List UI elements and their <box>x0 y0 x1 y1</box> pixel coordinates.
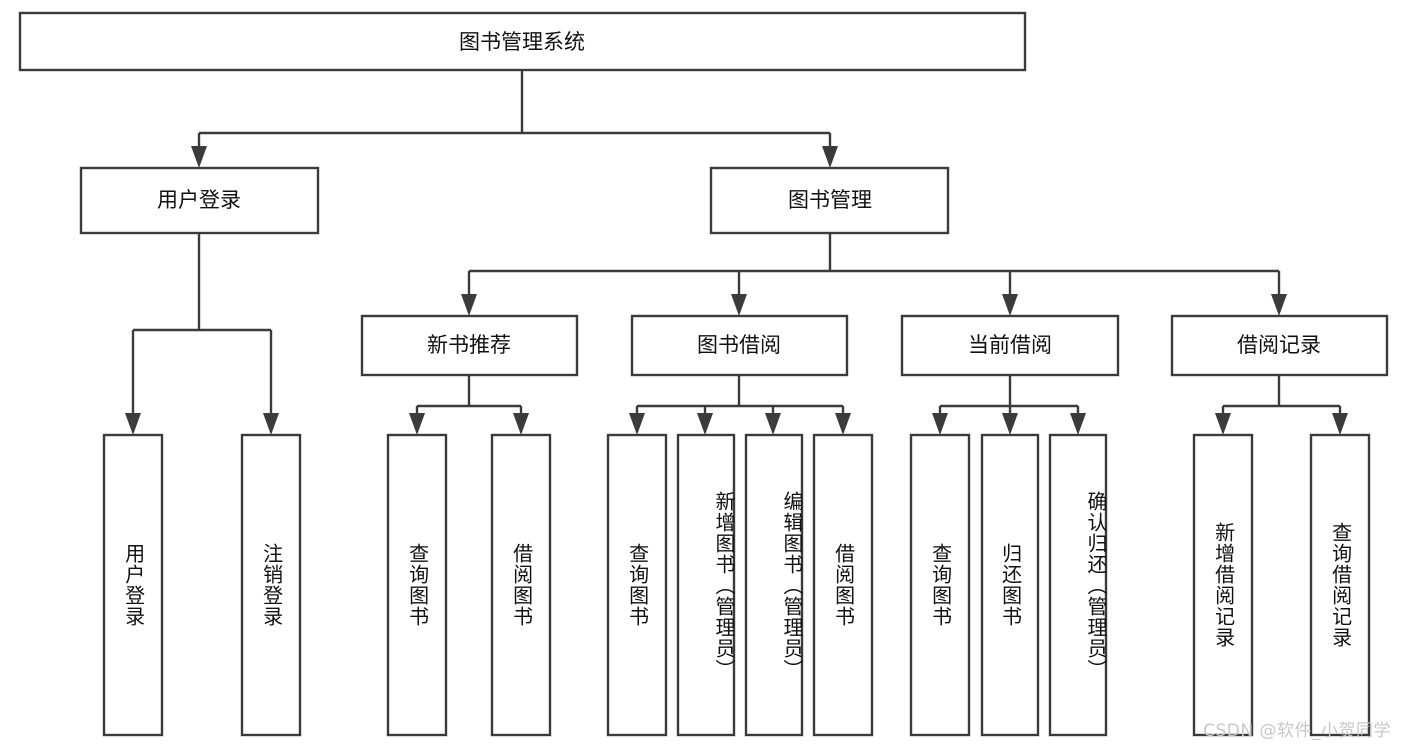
connector-record-to-leaves <box>1215 375 1348 435</box>
leaf-box-borrow-1[interactable] <box>676 433 736 737</box>
leaf-box-borrow-0[interactable] <box>606 433 668 737</box>
node-book-management-label: 图书管理 <box>788 188 872 212</box>
leaf-box-user-login-0[interactable] <box>102 433 164 737</box>
node-root[interactable]: 图书管理系统 <box>18 11 1027 72</box>
node-new-book-recommend-label: 新书推荐 <box>427 333 511 357</box>
leaf-box-record-0[interactable] <box>1192 433 1254 737</box>
node-borrow-record[interactable]: 借阅记录 <box>1170 314 1389 377</box>
connector-userlogin-to-leaves <box>125 233 279 435</box>
leaf-box-current-0[interactable] <box>909 433 971 737</box>
node-book-borrow-label: 图书借阅 <box>697 333 781 357</box>
node-root-label: 图书管理系统 <box>459 30 585 54</box>
leaf-box-newbook-1[interactable] <box>490 433 552 737</box>
connector-current-to-leaves <box>932 375 1086 435</box>
node-book-management[interactable]: 图书管理 <box>709 166 950 235</box>
leaf-box-borrow-3[interactable] <box>812 433 874 737</box>
leaf-box-borrow-2[interactable] <box>744 433 804 737</box>
connector-newbook-to-leaves <box>409 375 529 435</box>
node-user-login-label: 用户登录 <box>157 188 241 212</box>
node-borrow-record-label: 借阅记录 <box>1237 333 1321 357</box>
leaf-box-user-login-1[interactable] <box>240 433 302 737</box>
node-new-book-recommend[interactable]: 新书推荐 <box>360 314 579 377</box>
node-current-borrow[interactable]: 当前借阅 <box>900 314 1120 377</box>
connector-root-to-level2 <box>191 70 838 168</box>
watermark-label: CSDN @软件_小贺同学 <box>1203 721 1391 741</box>
leaf-box-record-1[interactable] <box>1309 433 1371 737</box>
connector-borrow-to-leaves <box>629 375 851 435</box>
node-book-borrow[interactable]: 图书借阅 <box>630 314 849 377</box>
connector-bookmgmt-to-level3 <box>461 233 1287 316</box>
leaf-box-newbook-0[interactable] <box>386 433 448 737</box>
leaf-box-current-2[interactable] <box>1048 433 1108 737</box>
leaf-box-current-1[interactable] <box>980 433 1040 737</box>
node-user-login[interactable]: 用户登录 <box>79 166 320 235</box>
node-current-borrow-label: 当前借阅 <box>968 333 1052 357</box>
